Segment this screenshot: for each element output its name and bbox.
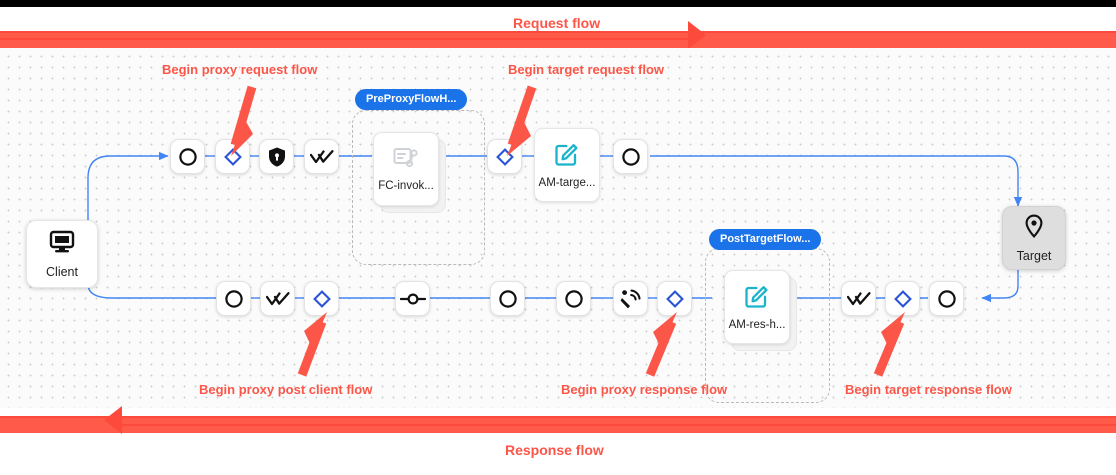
request-flow-label: Request flow (513, 15, 601, 31)
response-flow-arrowhead (104, 406, 122, 434)
endpoint-target[interactable]: Target (1002, 206, 1066, 270)
node-circle-target-response-end[interactable] (929, 281, 964, 316)
node-circle-response-a[interactable] (490, 281, 525, 316)
node-double-check-target-response[interactable] (841, 281, 876, 316)
endpoint-client-label: Client (46, 264, 78, 279)
node-double-check-request[interactable] (304, 139, 339, 174)
request-flow-banner: Request flow (0, 7, 1116, 49)
policy-card-am-res-h[interactable]: AM-res-h... (724, 270, 800, 354)
node-diamond-proxy-post-client[interactable] (304, 281, 339, 316)
response-flow-banner: Response flow (0, 406, 1116, 475)
assign-message-icon (744, 283, 770, 314)
policy-card-label: AM-targe... (538, 177, 596, 189)
screenshot-top-edge (0, 0, 1116, 7)
group-preproxyflowhook[interactable] (352, 110, 485, 265)
node-circle-post-client-start[interactable] (216, 281, 251, 316)
anno-target-response: Begin target response flow (845, 382, 1012, 397)
group-pill-preproxyflowhook[interactable]: PreProxyFlowH... (355, 89, 468, 110)
flow-callout-icon (393, 146, 419, 175)
node-diamond-proxy-response[interactable] (657, 281, 692, 316)
node-shield-lock-icon[interactable] (259, 139, 294, 174)
assign-message-icon (554, 141, 580, 172)
request-flow-arrowhead (688, 21, 706, 49)
endpoint-target-label: Target (1016, 248, 1052, 263)
anno-proxy-request: Begin proxy request flow (162, 62, 318, 77)
node-circle-request-start[interactable] (170, 139, 205, 174)
connector-wires (83, 151, 1023, 303)
anno-target-request: Begin target request flow (508, 62, 665, 77)
policy-card-am-target[interactable]: AM-targe... (534, 128, 600, 202)
monitor-icon (49, 230, 75, 259)
node-diamond-proxy-request[interactable] (215, 139, 250, 174)
anno-proxy-post-client: Begin proxy post client flow (199, 382, 373, 397)
node-circle-response-b[interactable] (556, 281, 591, 316)
node-circle-target-request-end[interactable] (613, 139, 648, 174)
endpoint-client[interactable]: Client (26, 220, 98, 288)
policy-card-fc-invoke[interactable]: FC-invok... (373, 132, 449, 216)
policy-card-label: AM-res-h... (728, 319, 786, 331)
policy-card-label: FC-invok... (378, 180, 434, 192)
anno-proxy-response: Begin proxy response flow (561, 382, 728, 397)
node-diamond-target-request[interactable] (487, 139, 522, 174)
flow-canvas[interactable]: Client Target (0, 48, 1116, 408)
node-diamond-target-response[interactable] (885, 281, 920, 316)
node-broadcast-icon[interactable] (613, 281, 648, 316)
location-pin-icon (1024, 214, 1044, 243)
node-double-check-post-client[interactable] (260, 281, 295, 316)
group-pill-posttargetflowhook[interactable]: PostTargetFlow... (709, 229, 822, 250)
response-flow-label: Response flow (505, 442, 604, 458)
node-connector-node-icon[interactable] (395, 281, 430, 316)
